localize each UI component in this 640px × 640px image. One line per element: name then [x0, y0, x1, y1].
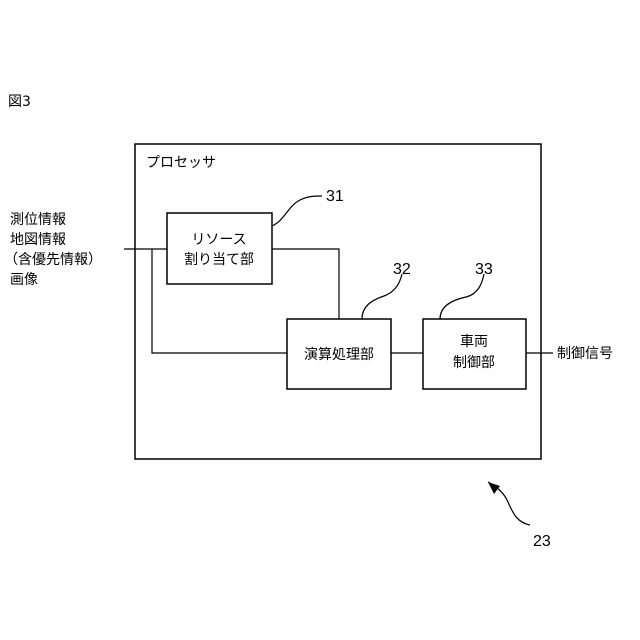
- ref-31: 31: [326, 188, 344, 205]
- ref-32: 32: [393, 261, 411, 278]
- resource-block-line-2: 割り当て部: [184, 251, 254, 268]
- resource-block-line-1: リソース: [191, 232, 246, 248]
- input-label-3: （含優先情報）: [4, 252, 102, 268]
- processor-label: プロセッサ: [146, 155, 216, 171]
- vehicle-block-line-1: 車両: [460, 333, 488, 350]
- output-label: 制御信号: [557, 346, 613, 362]
- vehicle-block-line-2: 制御部: [453, 355, 495, 371]
- input-label-2: 地図情報: [10, 232, 66, 248]
- ref-23: 23: [533, 533, 551, 550]
- figure-label: 図3: [8, 94, 31, 110]
- input-label-4: 画像: [10, 272, 38, 288]
- ref-33: 33: [475, 261, 493, 278]
- compute-block-label: 演算処理部: [304, 347, 374, 363]
- input-labels: 測位情報 地図情報 （含優先情報） 画像: [4, 212, 102, 288]
- resource-allocation-block: [167, 213, 272, 284]
- input-label-1: 測位情報: [10, 212, 66, 228]
- leader-23-arrowhead: [488, 482, 500, 494]
- vehicle-control-block: [423, 319, 526, 389]
